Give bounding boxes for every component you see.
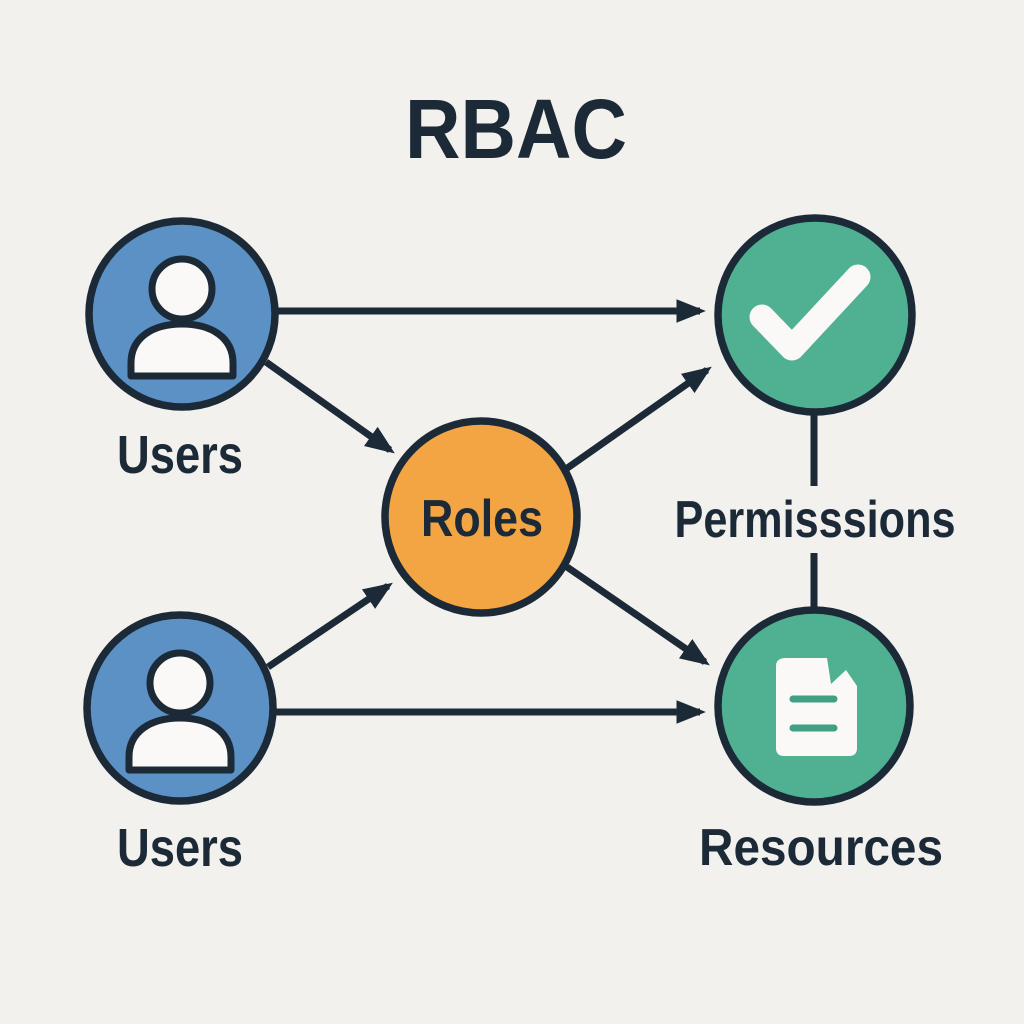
checkmark-icon	[749, 264, 871, 361]
resources-label: Resources	[699, 819, 943, 877]
node-users-bottom: Users	[83, 611, 277, 878]
node-permissions: Permisssions	[675, 214, 956, 549]
document-icon	[776, 658, 857, 756]
diagram-title: RBAC	[405, 82, 627, 176]
users-top-label: Users	[117, 425, 243, 485]
edge-users-bottom-to-roles	[266, 582, 393, 670]
permissions-label: Permisssions	[675, 491, 956, 549]
roles-label: Roles	[421, 490, 543, 548]
node-resources: Resources	[699, 606, 943, 877]
edge-users-top-to-roles	[263, 359, 395, 454]
edge-roles-to-permissions	[563, 366, 712, 472]
node-roles: Roles	[381, 417, 581, 617]
roles-circle	[381, 417, 581, 617]
node-users-top: Users	[85, 217, 279, 485]
edge-roles-to-resources	[565, 564, 710, 666]
users-bottom-label: Users	[117, 818, 243, 878]
